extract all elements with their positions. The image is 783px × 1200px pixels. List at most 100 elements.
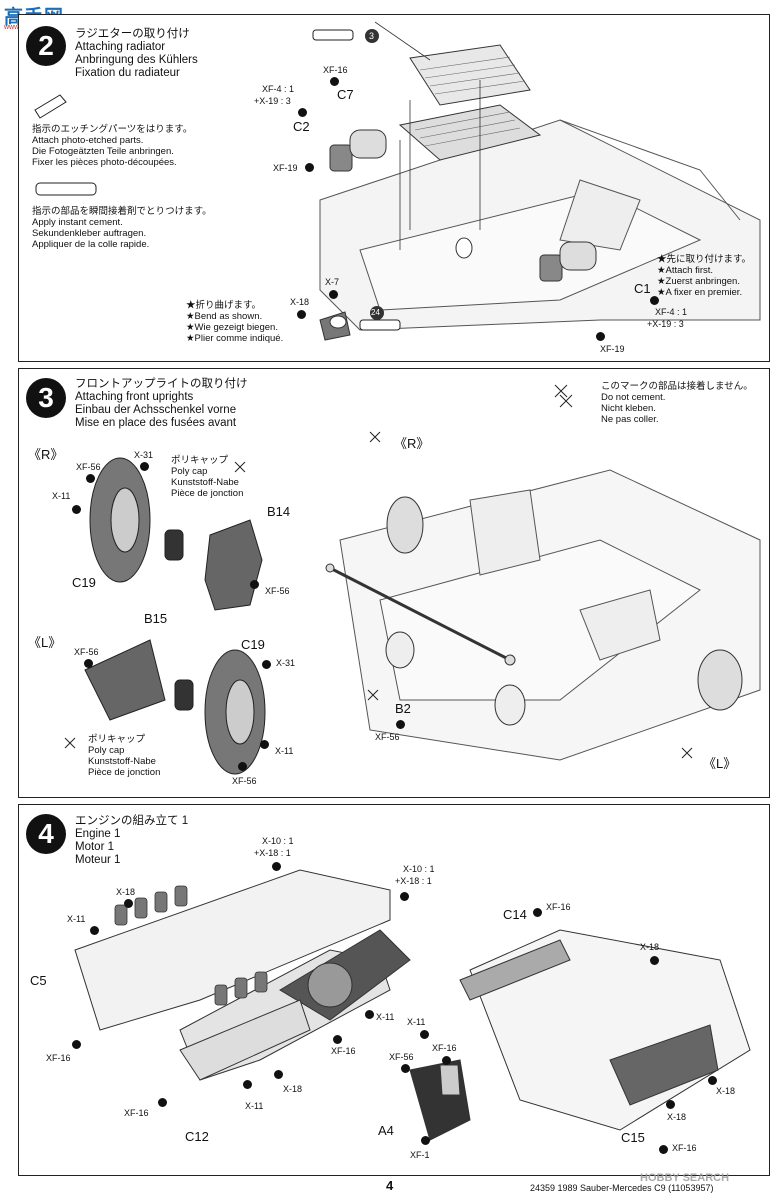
callout-3: 3 (369, 31, 375, 41)
label-x11-d: X-11 (376, 1012, 395, 1022)
label-xf56-b: XF-56 (265, 586, 290, 596)
label-x18-a: +X-18 : 1 (254, 848, 291, 858)
label-xf16-a: XF-16 (46, 1053, 71, 1063)
poly-cap-top-en: Poly cap (171, 466, 208, 477)
paint-dot (650, 956, 659, 965)
label-xf16-f: XF-16 (672, 1143, 697, 1153)
paint-dot (297, 310, 306, 319)
paint-dot (666, 1100, 675, 1109)
left-side-tag-chassis: 《L》 (703, 756, 737, 771)
paint-dot (272, 862, 281, 871)
label-xf56-f: XF-56 (389, 1052, 414, 1062)
paint-dot (708, 1076, 717, 1085)
label-xf19-left: XF-19 (273, 163, 298, 173)
paint-dot (238, 762, 247, 771)
no-cement-de: Nicht kleben. (601, 403, 656, 414)
part-c19-a: C19 (72, 575, 96, 590)
label-xf16-d: XF-16 (546, 902, 571, 912)
label-xf56-c: XF-56 (74, 647, 99, 657)
poly-cap-note-bottom: ポリキャップ Poly cap Kunststoff-Nabe Pièce de… (88, 734, 160, 778)
paint-dot (250, 580, 259, 589)
label-x10-b: X-10 : 1 (403, 864, 435, 874)
part-c12: C12 (185, 1129, 209, 1144)
label-x11-f: X-11 (407, 1017, 426, 1027)
right-side-tag: 《R》 (28, 447, 64, 462)
label-xf4-mix-r: XF-4 : 1 (655, 307, 688, 317)
no-cement-ja: このマークの部品は接着しません。 (601, 381, 753, 392)
label-x19-mix: +X-19 : 3 (254, 96, 291, 106)
paint-dot (84, 659, 93, 668)
attach-first-note: ★先に取り付けます。 ★Attach first. ★Zuerst anbrin… (657, 254, 751, 298)
label-x31-b: X-31 (276, 658, 296, 668)
label-x11-b: X-11 (275, 746, 294, 756)
bend-note-de: ★Wie gezeigt biegen. (186, 322, 278, 333)
label-xf16-c: XF-16 (124, 1108, 149, 1118)
bend-note-en: ★Bend as shown. (186, 311, 263, 322)
step-3-number: 3 (26, 378, 66, 418)
etching-note-fr: Fixer les pièces photo-découpées. (32, 157, 177, 168)
step-4-title-en: Engine 1 (75, 828, 121, 840)
label-x31-a: X-31 (134, 450, 154, 460)
paint-dot (400, 892, 409, 901)
attach-first-de: ★Zuerst anbringen. (657, 276, 740, 287)
label-x18: X-18 (290, 297, 310, 307)
step-3-title-en: Attaching front uprights (75, 391, 194, 403)
paint-dot (333, 1035, 342, 1044)
glue-note-en: Apply instant cement. (32, 217, 123, 228)
etching-note-ja: 指示のエッチングパーツをはります。 (32, 124, 193, 135)
paint-dot (124, 899, 133, 908)
step-4-title: エンジンの組み立て 1 Engine 1 Motor 1 Moteur 1 (75, 815, 188, 867)
paint-dot (260, 740, 269, 749)
bend-note: ★折り曲げます。 ★Bend as shown. ★Wie gezeigt bi… (186, 300, 283, 344)
label-x11-e: X-11 (245, 1101, 264, 1111)
paint-dot (243, 1080, 252, 1089)
step-4-title-de: Motor 1 (75, 841, 114, 853)
paint-dot (305, 163, 314, 172)
no-cement-fr: Ne pas coller. (601, 414, 659, 425)
paint-dot (365, 1010, 374, 1019)
part-c1: C1 (634, 281, 651, 296)
left-side-tag: 《L》 (28, 635, 62, 650)
label-x11-a: X-11 (52, 491, 71, 501)
label-xf56-d: XF-56 (232, 776, 257, 786)
paint-dot (72, 1040, 81, 1049)
label-xf4-mix: XF-4 : 1 (262, 84, 295, 94)
paint-dot (596, 332, 605, 341)
part-c19-b: C19 (241, 637, 265, 652)
paint-dot (329, 290, 338, 299)
paint-dot (650, 296, 659, 305)
label-xf19-right: XF-19 (600, 344, 625, 354)
paint-dot (86, 474, 95, 483)
etching-note-de: Die Fotogeätzten Teile anbringen. (32, 146, 174, 157)
no-cement-note: このマークの部品は接着しません。 Do not cement. Nicht kl… (601, 381, 753, 425)
label-xf16-b: XF-16 (331, 1046, 356, 1056)
step-4-number: 4 (26, 814, 66, 854)
poly-cap-top-ja: ポリキャップ (171, 455, 229, 466)
paint-dot (72, 505, 81, 514)
bend-note-ja: ★折り曲げます。 (186, 300, 262, 311)
etching-note: 指示のエッチングパーツをはります。 Attach photo-etched pa… (32, 124, 192, 168)
part-b2: B2 (395, 701, 411, 716)
part-b15: B15 (144, 611, 168, 626)
step-4-title-ja: エンジンの組み立て 1 (75, 815, 189, 827)
step-2-title-ja: ラジエターの取り付け (75, 28, 190, 40)
poly-cap-top-de: Kunststoff-Nabe (171, 477, 239, 488)
step-2-title-fr: Fixation du radiateur (75, 67, 180, 79)
label-x18-b: +X-18 : 1 (395, 876, 432, 886)
callout-24: 24 (371, 308, 380, 317)
part-c7: C7 (337, 87, 354, 102)
poly-cap-bottom-de: Kunststoff-Nabe (88, 756, 156, 767)
step-3-title: フロントアップライトの取り付け Attaching front uprights… (75, 378, 248, 430)
paint-dot (420, 1030, 429, 1039)
step-3-title-fr: Mise en place des fusées avant (75, 417, 237, 429)
label-x18-g: X-18 (667, 1112, 687, 1122)
paint-dot (158, 1098, 167, 1107)
part-c15: C15 (621, 1130, 645, 1145)
paint-dot (274, 1070, 283, 1079)
attach-first-en: ★Attach first. (657, 265, 714, 276)
part-c14: C14 (503, 907, 527, 922)
label-x18-e: X-18 (640, 942, 660, 952)
page-number: 4 (386, 1178, 394, 1193)
